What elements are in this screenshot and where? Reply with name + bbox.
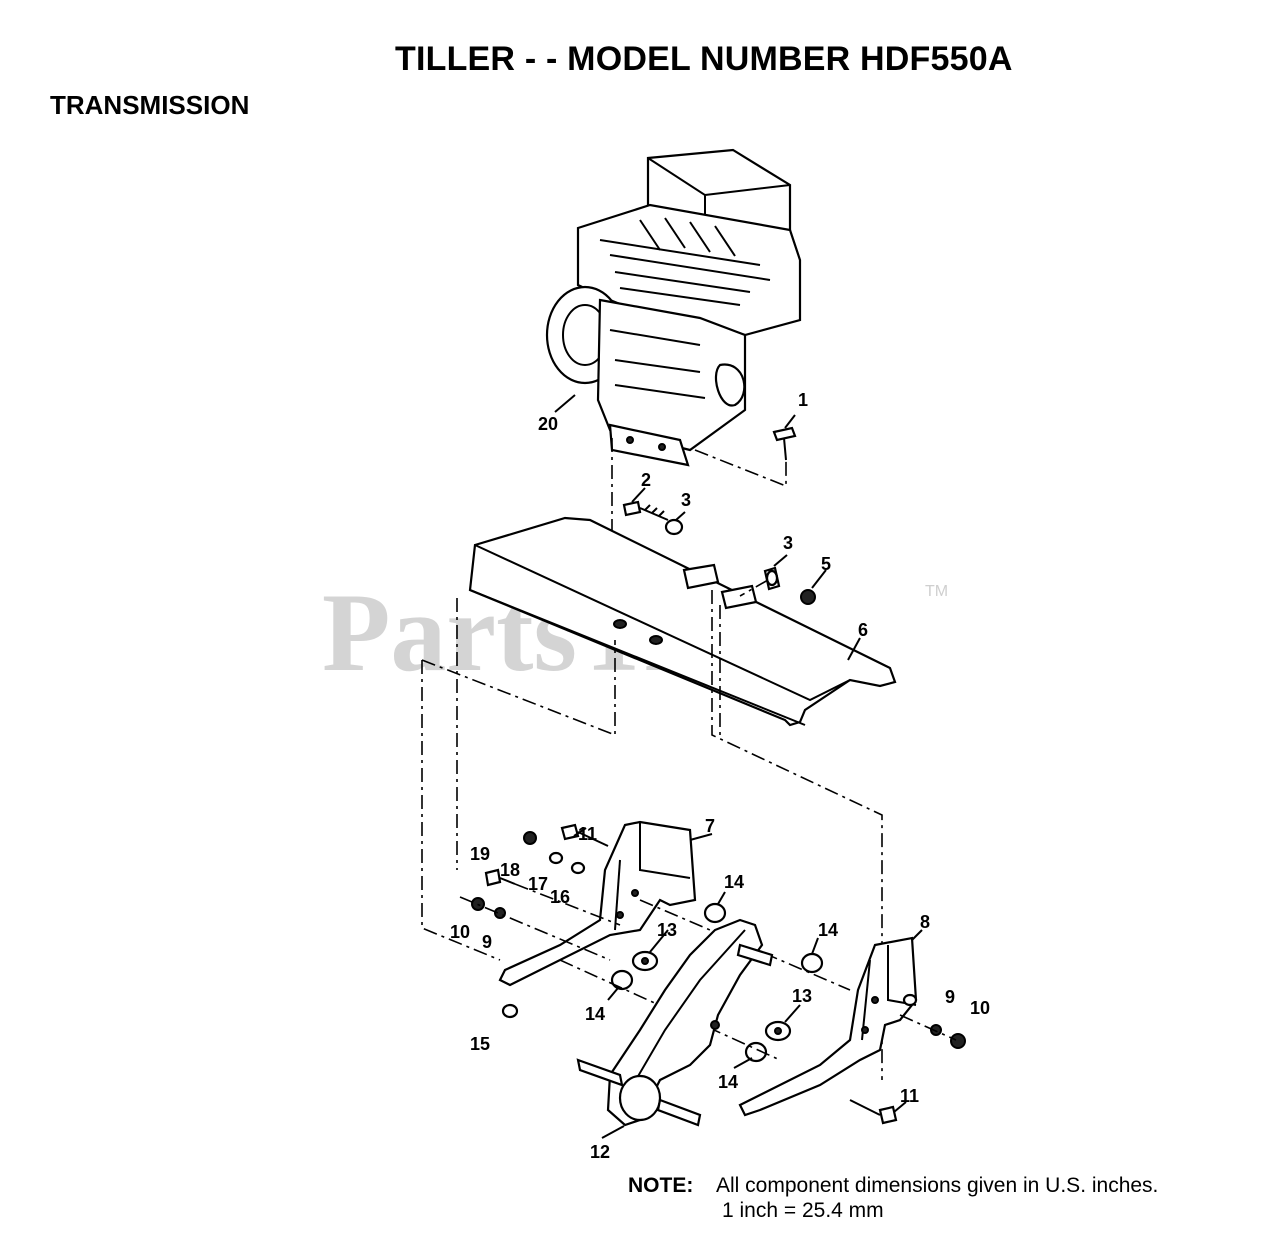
note-text-1: All component dimensions given in U.S. i… — [716, 1174, 1159, 1197]
seal-part-13b — [764, 1020, 792, 1042]
callout-6: 6 — [858, 620, 868, 640]
callout-13a: 13 — [657, 920, 677, 940]
nut-part-10b — [950, 1033, 966, 1049]
bolt-part-1 — [772, 426, 797, 461]
bushing-part-14c — [800, 952, 824, 974]
callout-3b: 3 — [783, 533, 793, 553]
nut-part-15 — [501, 1003, 519, 1019]
bolt-part-19 — [484, 868, 516, 887]
callout-9a: 9 — [482, 932, 492, 952]
nut-part-5 — [800, 589, 816, 605]
bolt-part-11b — [849, 1099, 898, 1125]
washer-part-16 — [570, 861, 586, 875]
bushing-part-14b — [610, 969, 634, 991]
nut-part-18 — [523, 831, 537, 845]
callout-9b: 9 — [945, 987, 955, 1007]
page-title: TILLER - - MODEL NUMBER HDF550A — [395, 40, 1013, 78]
callout-20: 20 — [538, 414, 558, 434]
callout-1: 1 — [798, 390, 808, 410]
seal-part-13a — [631, 950, 659, 972]
callout-14d: 14 — [718, 1072, 738, 1092]
callout-13b: 13 — [792, 986, 812, 1006]
callout-2: 2 — [641, 470, 651, 490]
callout-17: 17 — [528, 874, 548, 894]
engine-part-20 — [545, 148, 802, 467]
callout-14a: 14 — [724, 872, 744, 892]
bolt-part-2 — [622, 500, 669, 521]
callout-14c: 14 — [585, 1004, 605, 1024]
washer-part-17 — [548, 851, 564, 865]
section-title: TRANSMISSION — [50, 90, 250, 120]
watermark-tm: TM — [925, 583, 948, 600]
callout-12: 12 — [590, 1142, 610, 1162]
callout-3a: 3 — [681, 490, 691, 510]
dimension-note: NOTE: All component dimensions given in U… — [628, 1173, 1158, 1223]
callout-19: 19 — [470, 844, 490, 864]
callout-5: 5 — [821, 554, 831, 574]
tine-bracket-part-8 — [738, 936, 918, 1117]
note-text-2: 1 inch = 25.4 mm — [722, 1199, 884, 1222]
callout-11a: 11 — [578, 824, 597, 844]
callout-15: 15 — [470, 1034, 490, 1054]
bushing-part-14a — [703, 902, 727, 924]
note-label: NOTE: — [628, 1174, 694, 1197]
washer-part-3b — [763, 566, 781, 591]
callout-11b: 11 — [900, 1086, 919, 1106]
callout-10a: 10 — [450, 922, 470, 942]
transmission-case-part-12 — [576, 918, 774, 1127]
callout-14b: 14 — [818, 920, 838, 940]
callout-18: 18 — [500, 860, 520, 880]
callout-7: 7 — [705, 816, 715, 836]
callout-16: 16 — [550, 887, 570, 907]
callout-8: 8 — [920, 912, 930, 932]
callout-10b: 10 — [970, 998, 990, 1018]
tine-shield-part-6 — [468, 516, 897, 727]
note-line-1: NOTE: All component dimensions given in U… — [628, 1173, 1158, 1198]
tine-bracket-part-7 — [498, 820, 697, 987]
washer-part-9b — [930, 1024, 942, 1036]
washer-part-3a — [664, 518, 684, 536]
